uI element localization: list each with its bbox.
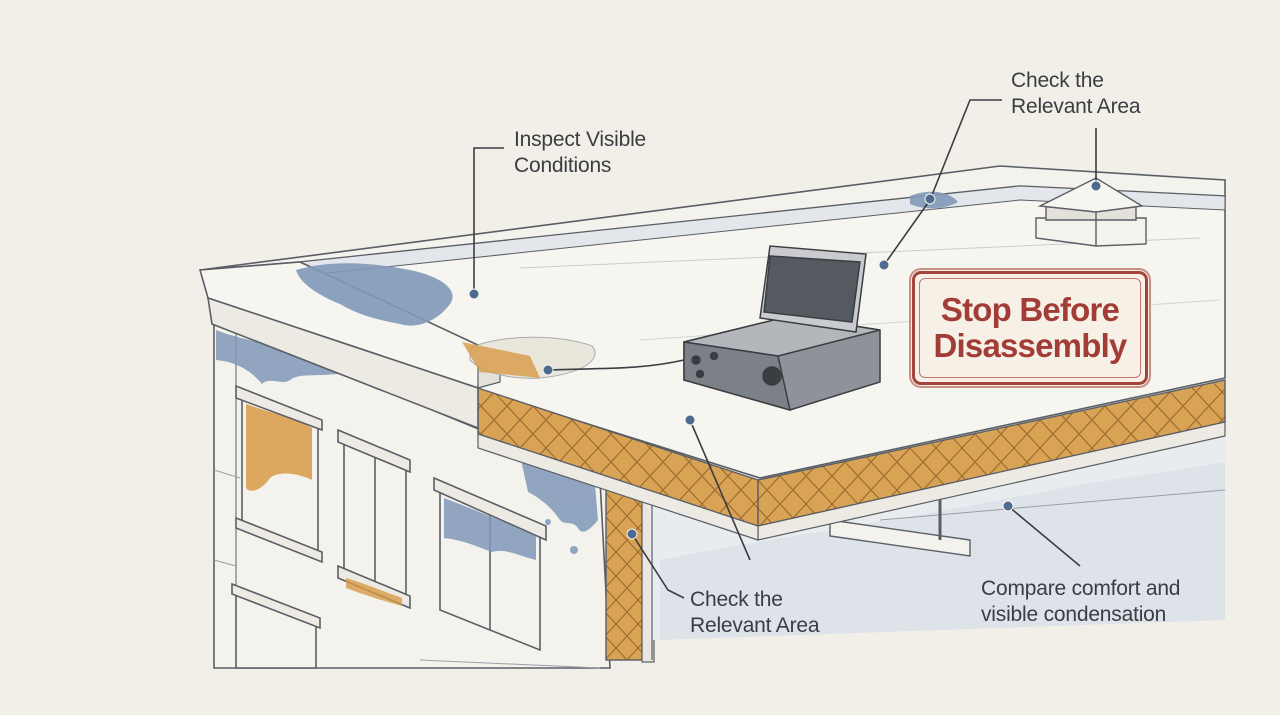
label-inspect-visible-conditions: Inspect Visible Conditions [514,128,647,177]
label-check-relevant-area-top: Check the Relevant Area [1011,69,1141,118]
callout-leaders [473,99,1097,599]
stop-before-disassembly-sign: Stop Before Disassembly [912,271,1148,385]
sign-line-2: Disassembly [933,327,1128,364]
callout-dots [468,180,1102,540]
moisture-meter-icon [547,245,881,412]
roof-vent-icon [1035,177,1147,247]
label-compare-comfort: Compare comfort and visible condensation [981,577,1181,626]
wall-water-stain [216,330,598,554]
insulated-column [605,487,655,663]
roof-insulation-edge [477,379,1226,541]
windows [231,384,547,669]
roof-parapet [198,165,1226,430]
sign-line-1: Stop Before [940,291,1120,328]
label-check-relevant-area-bottom: Check the Relevant Area [690,588,820,637]
roof-wet-patch [462,336,596,379]
